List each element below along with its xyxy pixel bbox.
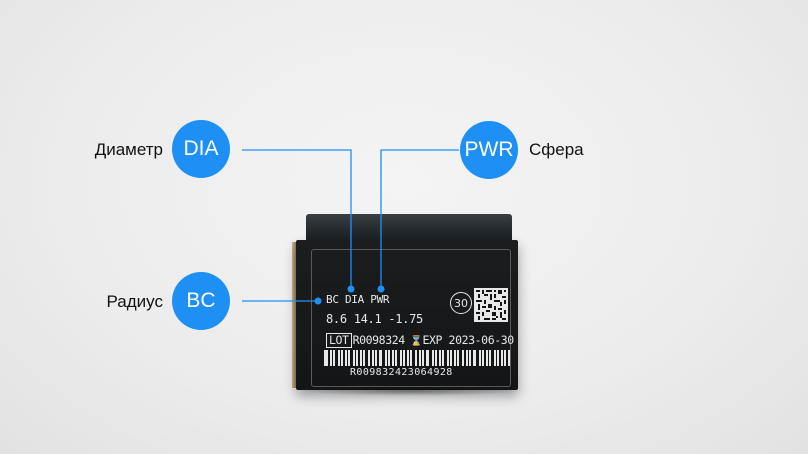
spec-header: BC DIA PWR xyxy=(326,293,390,306)
spec-values: 8.6 14.1 -1.75 xyxy=(326,312,423,326)
package-top xyxy=(306,214,512,244)
label-panel xyxy=(311,249,511,387)
dia-dot xyxy=(347,285,355,293)
bc-bubble: BC xyxy=(172,272,230,330)
pwr-label: Сфера xyxy=(529,140,584,159)
pwr-bubble: PWR xyxy=(460,121,518,179)
dia-label: Диаметр xyxy=(94,140,163,159)
hourglass-icon: ⌛ xyxy=(404,336,423,347)
package-shadow xyxy=(300,386,520,396)
datamatrix-code xyxy=(474,288,508,322)
bc-dot xyxy=(314,297,322,305)
serial-number: R009832423064928 xyxy=(350,367,453,378)
dia-bubble: DIA xyxy=(172,120,230,178)
count-badge: 30 xyxy=(450,292,472,314)
bc-label: Радиус xyxy=(106,292,163,311)
lot-label: LOT xyxy=(326,333,352,348)
lot-number: R0098324 xyxy=(352,333,406,347)
expiry-date: EXP 2023-06-30 xyxy=(422,333,514,347)
barcode xyxy=(324,350,510,366)
pwr-dot xyxy=(377,285,385,293)
pwr-connector xyxy=(380,149,459,289)
dia-connector xyxy=(242,149,352,289)
